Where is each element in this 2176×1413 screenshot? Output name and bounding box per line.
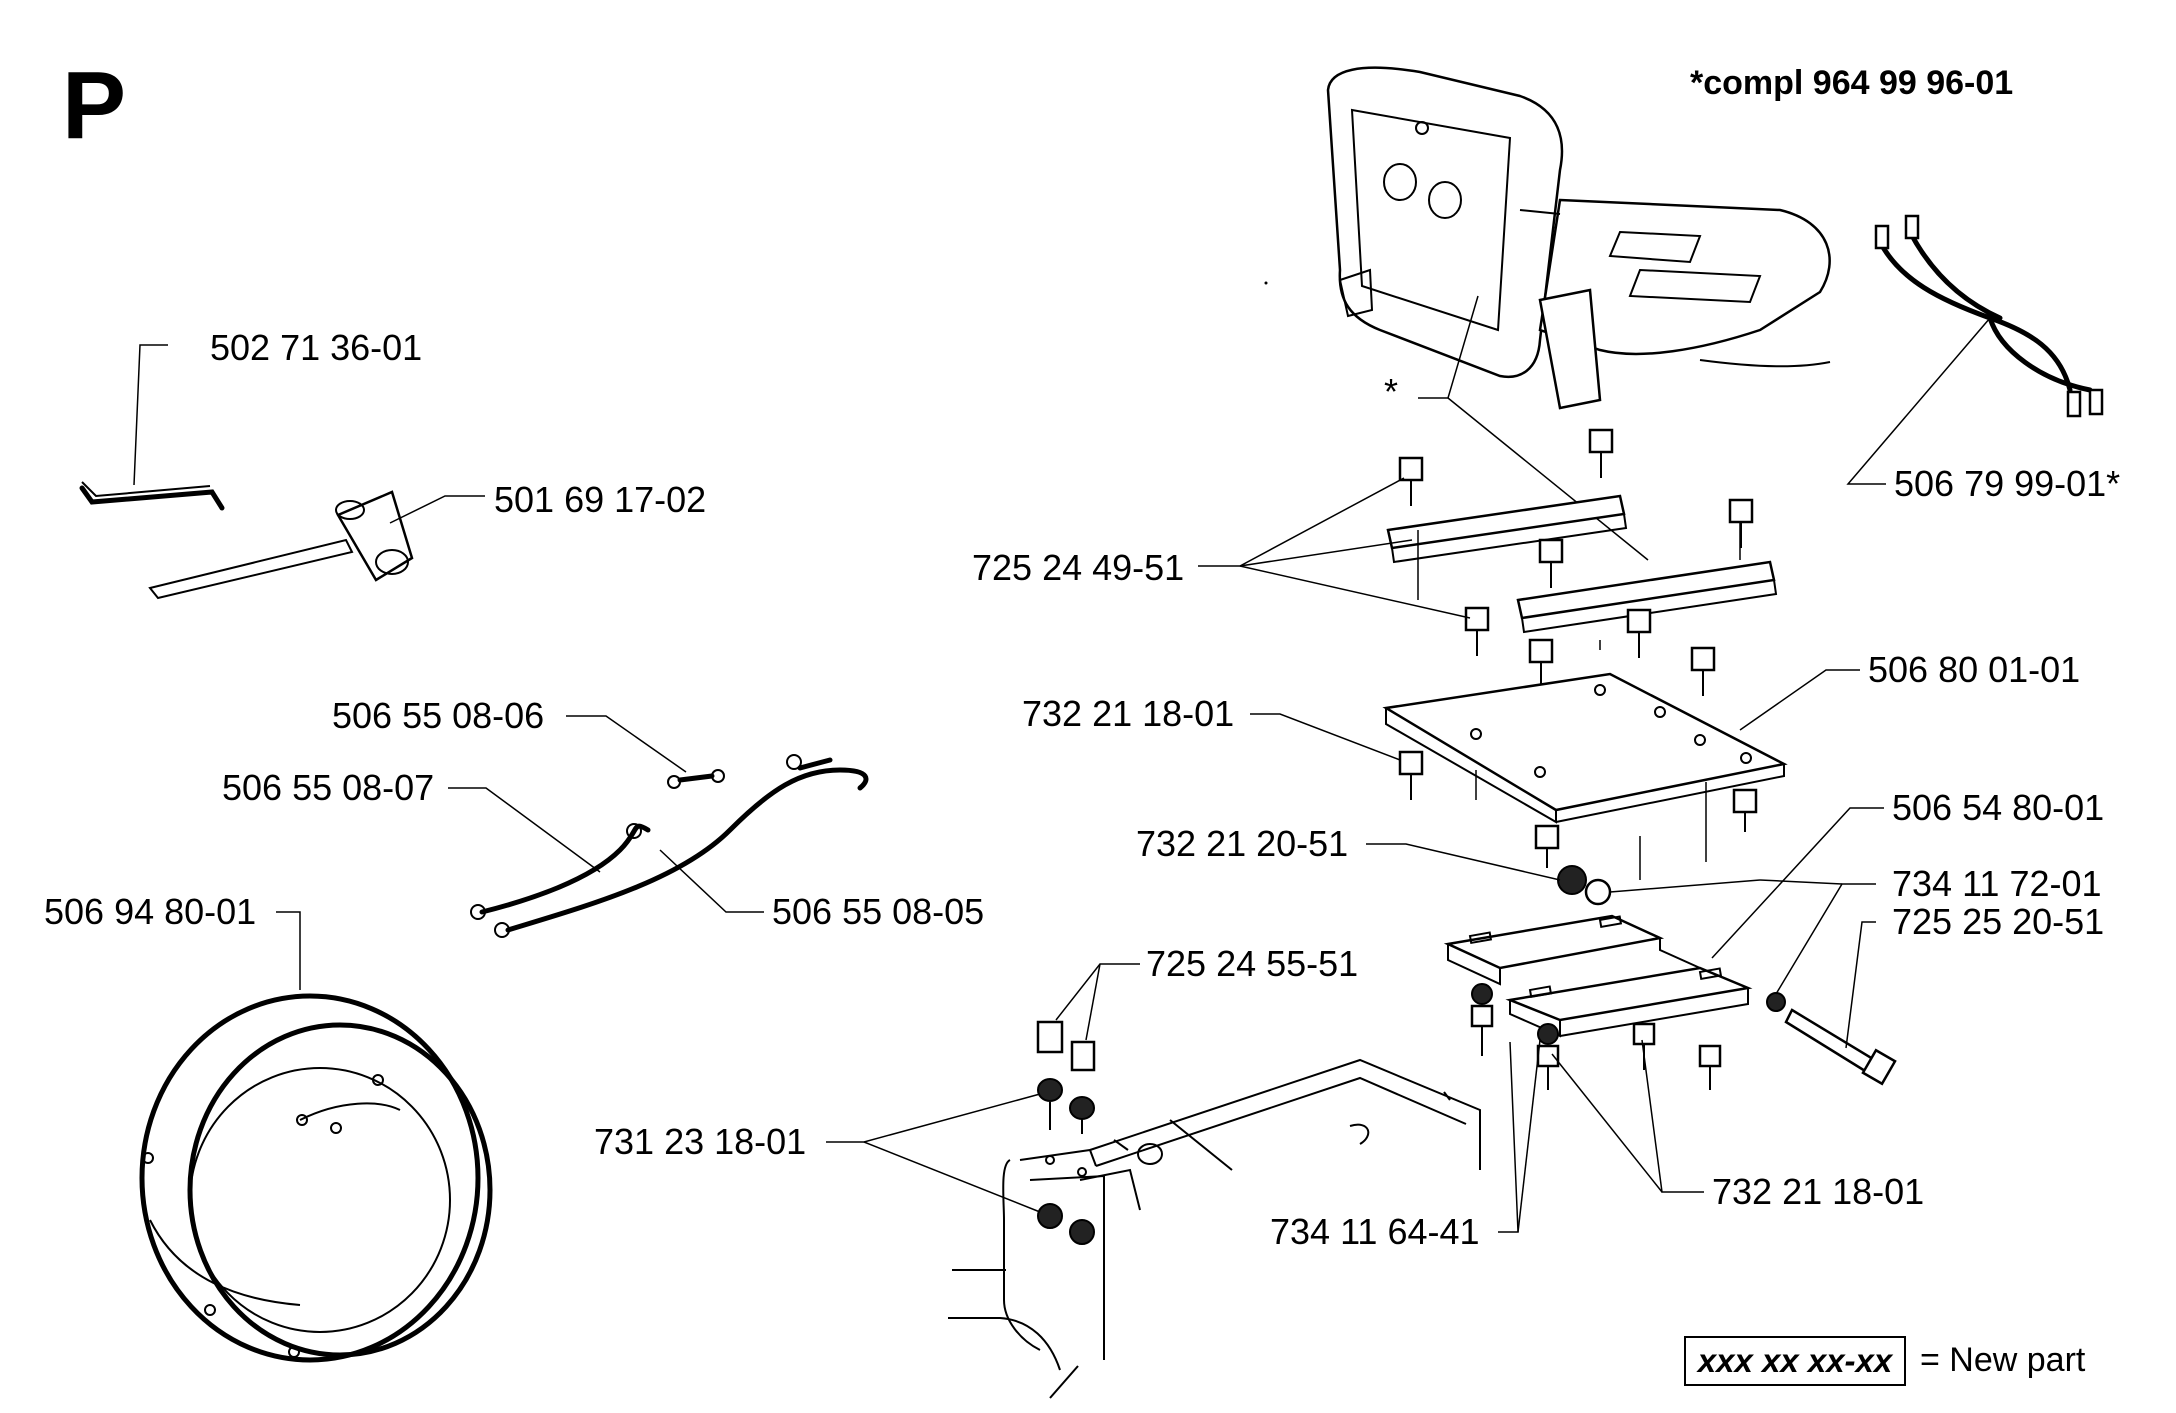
washers-732-21-20-51 — [1557, 865, 1761, 906]
leader-wrench — [389, 495, 485, 524]
callout-725-25-20-51: 725 25 20-51 — [1892, 901, 2105, 942]
seat-plate-drawing — [1382, 672, 1788, 880]
seat-rails-drawing — [1386, 494, 1778, 650]
leader-725-24-49-51-c — [1239, 565, 1471, 619]
leader-allen-key — [133, 344, 168, 486]
callout-506-55-08-05: 506 55 08-05 — [772, 891, 985, 932]
lower-nuts — [1470, 983, 1722, 1090]
callout-732-21-20-51: 732 21 20-51 — [1136, 823, 1349, 864]
leader-725-24-49-51 — [1198, 477, 1405, 567]
callout-star: * — [1384, 371, 1399, 412]
leader-725-24-49-51-b — [1239, 539, 1413, 567]
spark-plug-wrench-drawing — [148, 490, 414, 600]
leader-731-23-18-01-b — [863, 1141, 1041, 1213]
frame-drawing — [948, 1058, 1481, 1399]
bolt-725-25-20-51 — [1766, 992, 1897, 1086]
leader-506-55-08-07 — [448, 787, 601, 873]
callout-506-54-80-01: 506 54 80-01 — [1892, 787, 2105, 828]
leader-506-79-99-01 — [1846, 317, 1991, 485]
new-part-legend-text: = New part — [1920, 1341, 2086, 1379]
callout-734-11-72-01: 734 11 72-01 — [1892, 863, 2102, 904]
leader-harness — [276, 911, 301, 990]
callout-506-55-08-07: 506 55 08-07 — [222, 767, 435, 808]
leader-734-11-64-41-b — [1517, 1039, 1541, 1233]
wiring-harness-drawing — [139, 993, 493, 1363]
leader-732-21-18-01-bottom-b — [1551, 1053, 1663, 1193]
rail-screws — [1398, 428, 1754, 696]
bracket-drawing — [1443, 914, 1753, 1038]
seat-drawing — [1326, 66, 1831, 410]
frame-bolts — [1036, 1020, 1096, 1245]
seat-switch-cable-drawing — [1874, 214, 2104, 418]
leader-star-2 — [1447, 397, 1649, 561]
callout-502-71-36-01: 502 71 36-01 — [210, 327, 423, 368]
callout-734-11-64-41: 734 11 64-41 — [1270, 1211, 1480, 1252]
leader-734-11-72-01-b — [1759, 879, 1843, 885]
nuts — [1398, 750, 1758, 868]
callout-506-94-80-01: 506 94 80-01 — [44, 891, 257, 932]
callout-731-23-18-01: 731 23 18-01 — [594, 1121, 807, 1162]
callout-725-24-49-51: 725 24 49-51 — [972, 547, 1185, 588]
new-part-sample-box: xxx xx xx-xx — [1684, 1336, 1906, 1386]
leader-732-21-20-51 — [1366, 843, 1561, 881]
leader-732-21-18-01-top — [1250, 713, 1401, 761]
battery-cables-drawing — [470, 754, 869, 938]
complete-kit-note: *compl 964 99 96-01 — [1690, 64, 2014, 102]
leader-506-55-08-06 — [566, 715, 687, 773]
leader-731-23-18-01 — [826, 1093, 1041, 1143]
callout-732-21-18-01-top: 732 21 18-01 — [1022, 693, 1235, 734]
leader-725-24-55-51-b — [1085, 963, 1101, 1041]
callout-506-79-99-01: 506 79 99-01* — [1894, 463, 2121, 504]
leader-506-54-80-01 — [1711, 807, 1884, 959]
callout-506-55-08-06: 506 55 08-06 — [332, 695, 545, 736]
callout-506-80-01-01: 506 80 01-01 — [1868, 649, 2081, 690]
section-letter: P — [62, 52, 127, 159]
leader-734-11-64-41 — [1498, 1041, 1519, 1233]
callout-732-21-18-01-bottom: 732 21 18-01 — [1712, 1171, 1925, 1212]
leader-732-21-18-01-bottom — [1641, 1039, 1704, 1193]
leader-506-80-01-01 — [1739, 669, 1860, 731]
leader-506-55-08-05 — [659, 849, 764, 913]
leader-725-25-20-51 — [1845, 921, 1876, 1049]
allen-key-drawing — [79, 481, 225, 511]
leader-734-11-72-01 — [1775, 883, 1876, 995]
callout-501-69-17-02: 501 69 17-02 — [494, 479, 707, 520]
callout-725-24-55-51: 725 24 55-51 — [1146, 943, 1359, 984]
